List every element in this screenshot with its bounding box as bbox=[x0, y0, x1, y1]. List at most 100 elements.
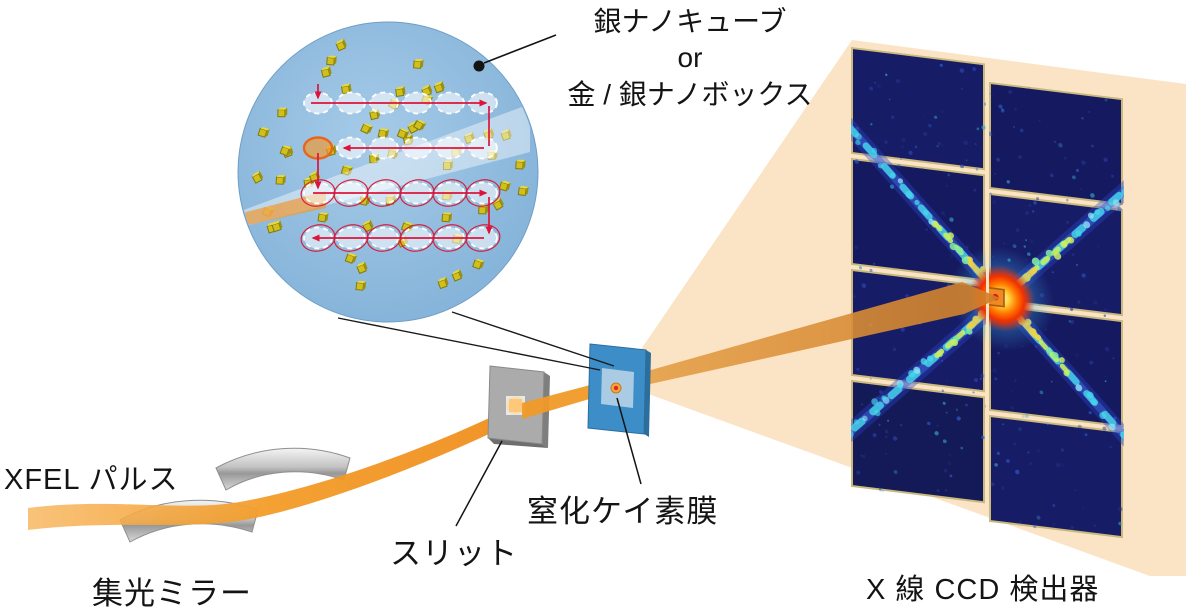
speckle bbox=[981, 435, 985, 440]
nanocube bbox=[472, 258, 485, 270]
speckle bbox=[921, 167, 924, 170]
speckle bbox=[1077, 300, 1081, 304]
speckle bbox=[1025, 210, 1030, 216]
fringe-dot bbox=[788, 477, 792, 481]
fringe-dot bbox=[874, 409, 881, 417]
nanocube bbox=[277, 107, 288, 118]
speckle bbox=[947, 460, 952, 466]
fringe-dot bbox=[1045, 347, 1052, 354]
callout-line2: or bbox=[677, 42, 703, 74]
speckle bbox=[965, 245, 969, 249]
speckle bbox=[1104, 380, 1107, 383]
scan-orbit-outline bbox=[333, 224, 369, 252]
speckle bbox=[1018, 520, 1022, 524]
speckle bbox=[1053, 140, 1057, 143]
slit-pointer-line bbox=[455, 440, 503, 527]
speckle bbox=[1111, 174, 1114, 178]
speckle bbox=[885, 435, 888, 439]
fringe-dot bbox=[950, 338, 959, 347]
nanocube bbox=[360, 123, 374, 135]
speckle bbox=[1036, 515, 1041, 520]
speckle bbox=[1093, 524, 1097, 528]
speckle bbox=[1039, 119, 1041, 122]
speckle bbox=[853, 295, 856, 298]
fringe-dot bbox=[1090, 399, 1097, 406]
speckle bbox=[878, 390, 883, 394]
fringe-dot bbox=[1094, 209, 1101, 216]
speckle bbox=[1055, 462, 1061, 468]
speckle bbox=[936, 424, 939, 427]
speckle bbox=[1034, 345, 1038, 348]
speckle bbox=[1118, 521, 1122, 526]
speckle bbox=[1060, 462, 1065, 467]
nanocube bbox=[500, 128, 512, 142]
fringe-dot bbox=[897, 178, 904, 184]
speckle bbox=[994, 377, 998, 381]
speckle bbox=[854, 159, 860, 164]
fringe-dot bbox=[801, 466, 807, 472]
speckle bbox=[1018, 427, 1022, 431]
speckle bbox=[939, 63, 943, 67]
speckle bbox=[934, 431, 939, 436]
speckle bbox=[972, 67, 977, 72]
nanocube bbox=[344, 253, 358, 264]
speckle bbox=[1019, 128, 1024, 133]
speckle bbox=[949, 217, 954, 222]
speckle bbox=[1103, 375, 1106, 378]
speckle bbox=[928, 123, 932, 128]
speckle bbox=[979, 377, 982, 380]
speckle bbox=[965, 159, 968, 162]
nanocube bbox=[412, 58, 424, 69]
membrane-sample bbox=[587, 343, 651, 437]
speckle bbox=[874, 81, 877, 84]
speckle bbox=[947, 505, 952, 509]
speckle bbox=[1024, 414, 1029, 418]
scan-orbit-outline bbox=[333, 179, 369, 207]
nanocube bbox=[413, 119, 427, 131]
speckle bbox=[870, 123, 873, 126]
speckle bbox=[943, 468, 948, 473]
fringe-dot bbox=[905, 191, 913, 199]
detector-panels bbox=[851, 46, 1123, 539]
detector-panel bbox=[989, 414, 1123, 539]
fringe-dot bbox=[1104, 205, 1111, 211]
speckle bbox=[961, 87, 963, 90]
sample-inset bbox=[237, 21, 539, 323]
nanocube bbox=[443, 160, 453, 170]
nanocube bbox=[441, 212, 452, 223]
speckle bbox=[960, 164, 964, 169]
speckle bbox=[1069, 319, 1075, 325]
nanocube bbox=[320, 66, 332, 78]
speckle bbox=[947, 173, 951, 177]
speckle bbox=[1015, 228, 1020, 233]
speckle bbox=[1103, 157, 1108, 163]
xfel-beam bbox=[28, 407, 512, 530]
fringe-dot bbox=[1063, 370, 1070, 377]
speckle bbox=[855, 126, 859, 130]
detector-speckles bbox=[853, 63, 1123, 530]
speckle bbox=[1033, 201, 1037, 205]
speckle bbox=[888, 98, 891, 101]
speckle bbox=[914, 145, 918, 149]
speckle bbox=[891, 384, 893, 387]
speckle bbox=[1036, 197, 1040, 201]
speckle bbox=[1081, 273, 1086, 278]
membrane-pointer-line bbox=[616, 397, 642, 485]
diffraction-center bbox=[950, 246, 1054, 351]
speckle bbox=[956, 416, 961, 421]
zoom-guide-line-right bbox=[451, 311, 615, 367]
speckle bbox=[1015, 469, 1020, 475]
speckle bbox=[946, 185, 948, 187]
speckle bbox=[1081, 116, 1084, 120]
speckle bbox=[1103, 314, 1106, 317]
speckle bbox=[944, 489, 948, 492]
fringe-dot bbox=[936, 350, 943, 357]
speckle bbox=[987, 131, 993, 137]
fringe-dot bbox=[1108, 423, 1116, 431]
scan-orbit-outline bbox=[432, 224, 468, 252]
speckle bbox=[1023, 245, 1026, 248]
speckle bbox=[943, 214, 946, 217]
speckle bbox=[1032, 524, 1037, 529]
